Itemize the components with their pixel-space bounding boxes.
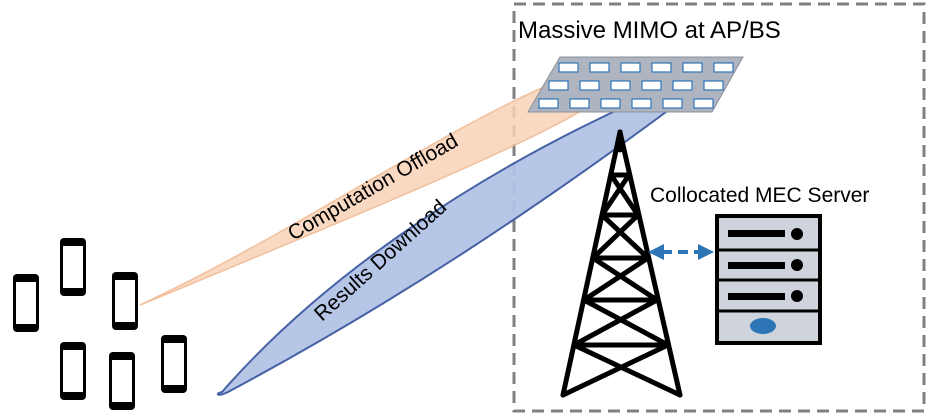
server-icon <box>715 214 822 345</box>
smartphone-icon <box>60 238 86 296</box>
antenna-tower-icon <box>560 129 683 398</box>
smartphone-icon <box>161 335 187 393</box>
smartphone-icon <box>109 352 135 410</box>
ap-bs-box-label: Massive MIMO at AP/BS <box>518 17 781 44</box>
smartphone-group <box>13 238 187 410</box>
smartphone-icon <box>60 342 86 400</box>
double-arrow-icon <box>648 244 714 260</box>
smartphone-icon <box>112 272 138 330</box>
mec-server-label: Collocated MEC Server <box>650 184 869 207</box>
smartphone-icon <box>13 274 39 332</box>
antenna-array-icon <box>527 56 744 113</box>
